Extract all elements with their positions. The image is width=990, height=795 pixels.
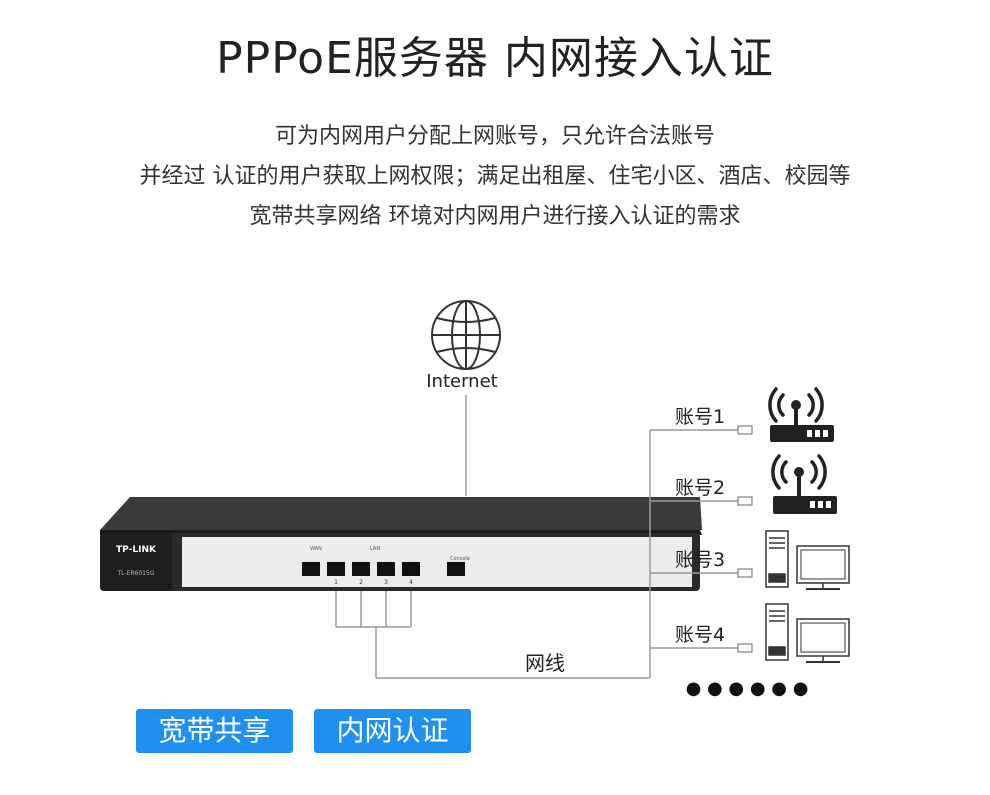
console-label: Console	[450, 556, 470, 562]
lan-port-4	[402, 562, 420, 576]
wireless-router-icon	[768, 387, 834, 442]
description-line-1: 可为内网用户分配上网账号，只允许合法账号	[274, 124, 715, 149]
internet-label: Internet	[426, 371, 497, 392]
lan-port-3	[377, 562, 395, 576]
cable-connectors	[737, 425, 753, 653]
lan-cabling	[335, 429, 738, 679]
tag-broadband-sharing: 宽带共享	[136, 709, 293, 753]
lan-label: LAN	[370, 546, 380, 552]
desktop-computer-icon	[765, 603, 850, 663]
internet-globe-icon	[431, 300, 501, 370]
port-number: 1	[334, 579, 338, 586]
console-port	[447, 562, 465, 576]
tag-intranet-auth: 内网认证	[314, 709, 471, 753]
port-number: 2	[359, 579, 363, 586]
page-title: PPPoE服务器 内网接入认证	[216, 33, 774, 84]
port-number: 3	[384, 579, 388, 586]
wan-label: WAN	[310, 546, 322, 552]
description-line-2: 并经过 认证的用户获取上网权限；满足出租屋、住宅小区、酒店、校园等	[139, 164, 851, 189]
lan-port-2	[352, 562, 370, 576]
description-line-3: 宽带共享网络 环境对内网用户进行接入认证的需求	[249, 204, 741, 229]
desktop-computer-icon	[765, 530, 850, 590]
router-device: TP-LINK TL-ER6015G WAN LAN Console 1 2 3…	[100, 497, 702, 591]
router-brand: TP-LINK	[116, 545, 157, 555]
wireless-router-icon	[771, 454, 837, 514]
account-label-4: 账号4	[675, 624, 725, 646]
more-devices-indicator: ● ● ● ● ● ●	[686, 678, 809, 699]
wan-port	[302, 562, 320, 576]
router-model: TL-ER6015G	[117, 570, 155, 577]
account-label-1: 账号1	[675, 406, 725, 428]
account-label-3: 账号3	[675, 549, 725, 571]
lan-port-1	[327, 562, 345, 576]
cable-label: 网线	[525, 651, 565, 675]
account-label-2: 账号2	[675, 477, 725, 499]
port-number: 4	[409, 579, 413, 586]
